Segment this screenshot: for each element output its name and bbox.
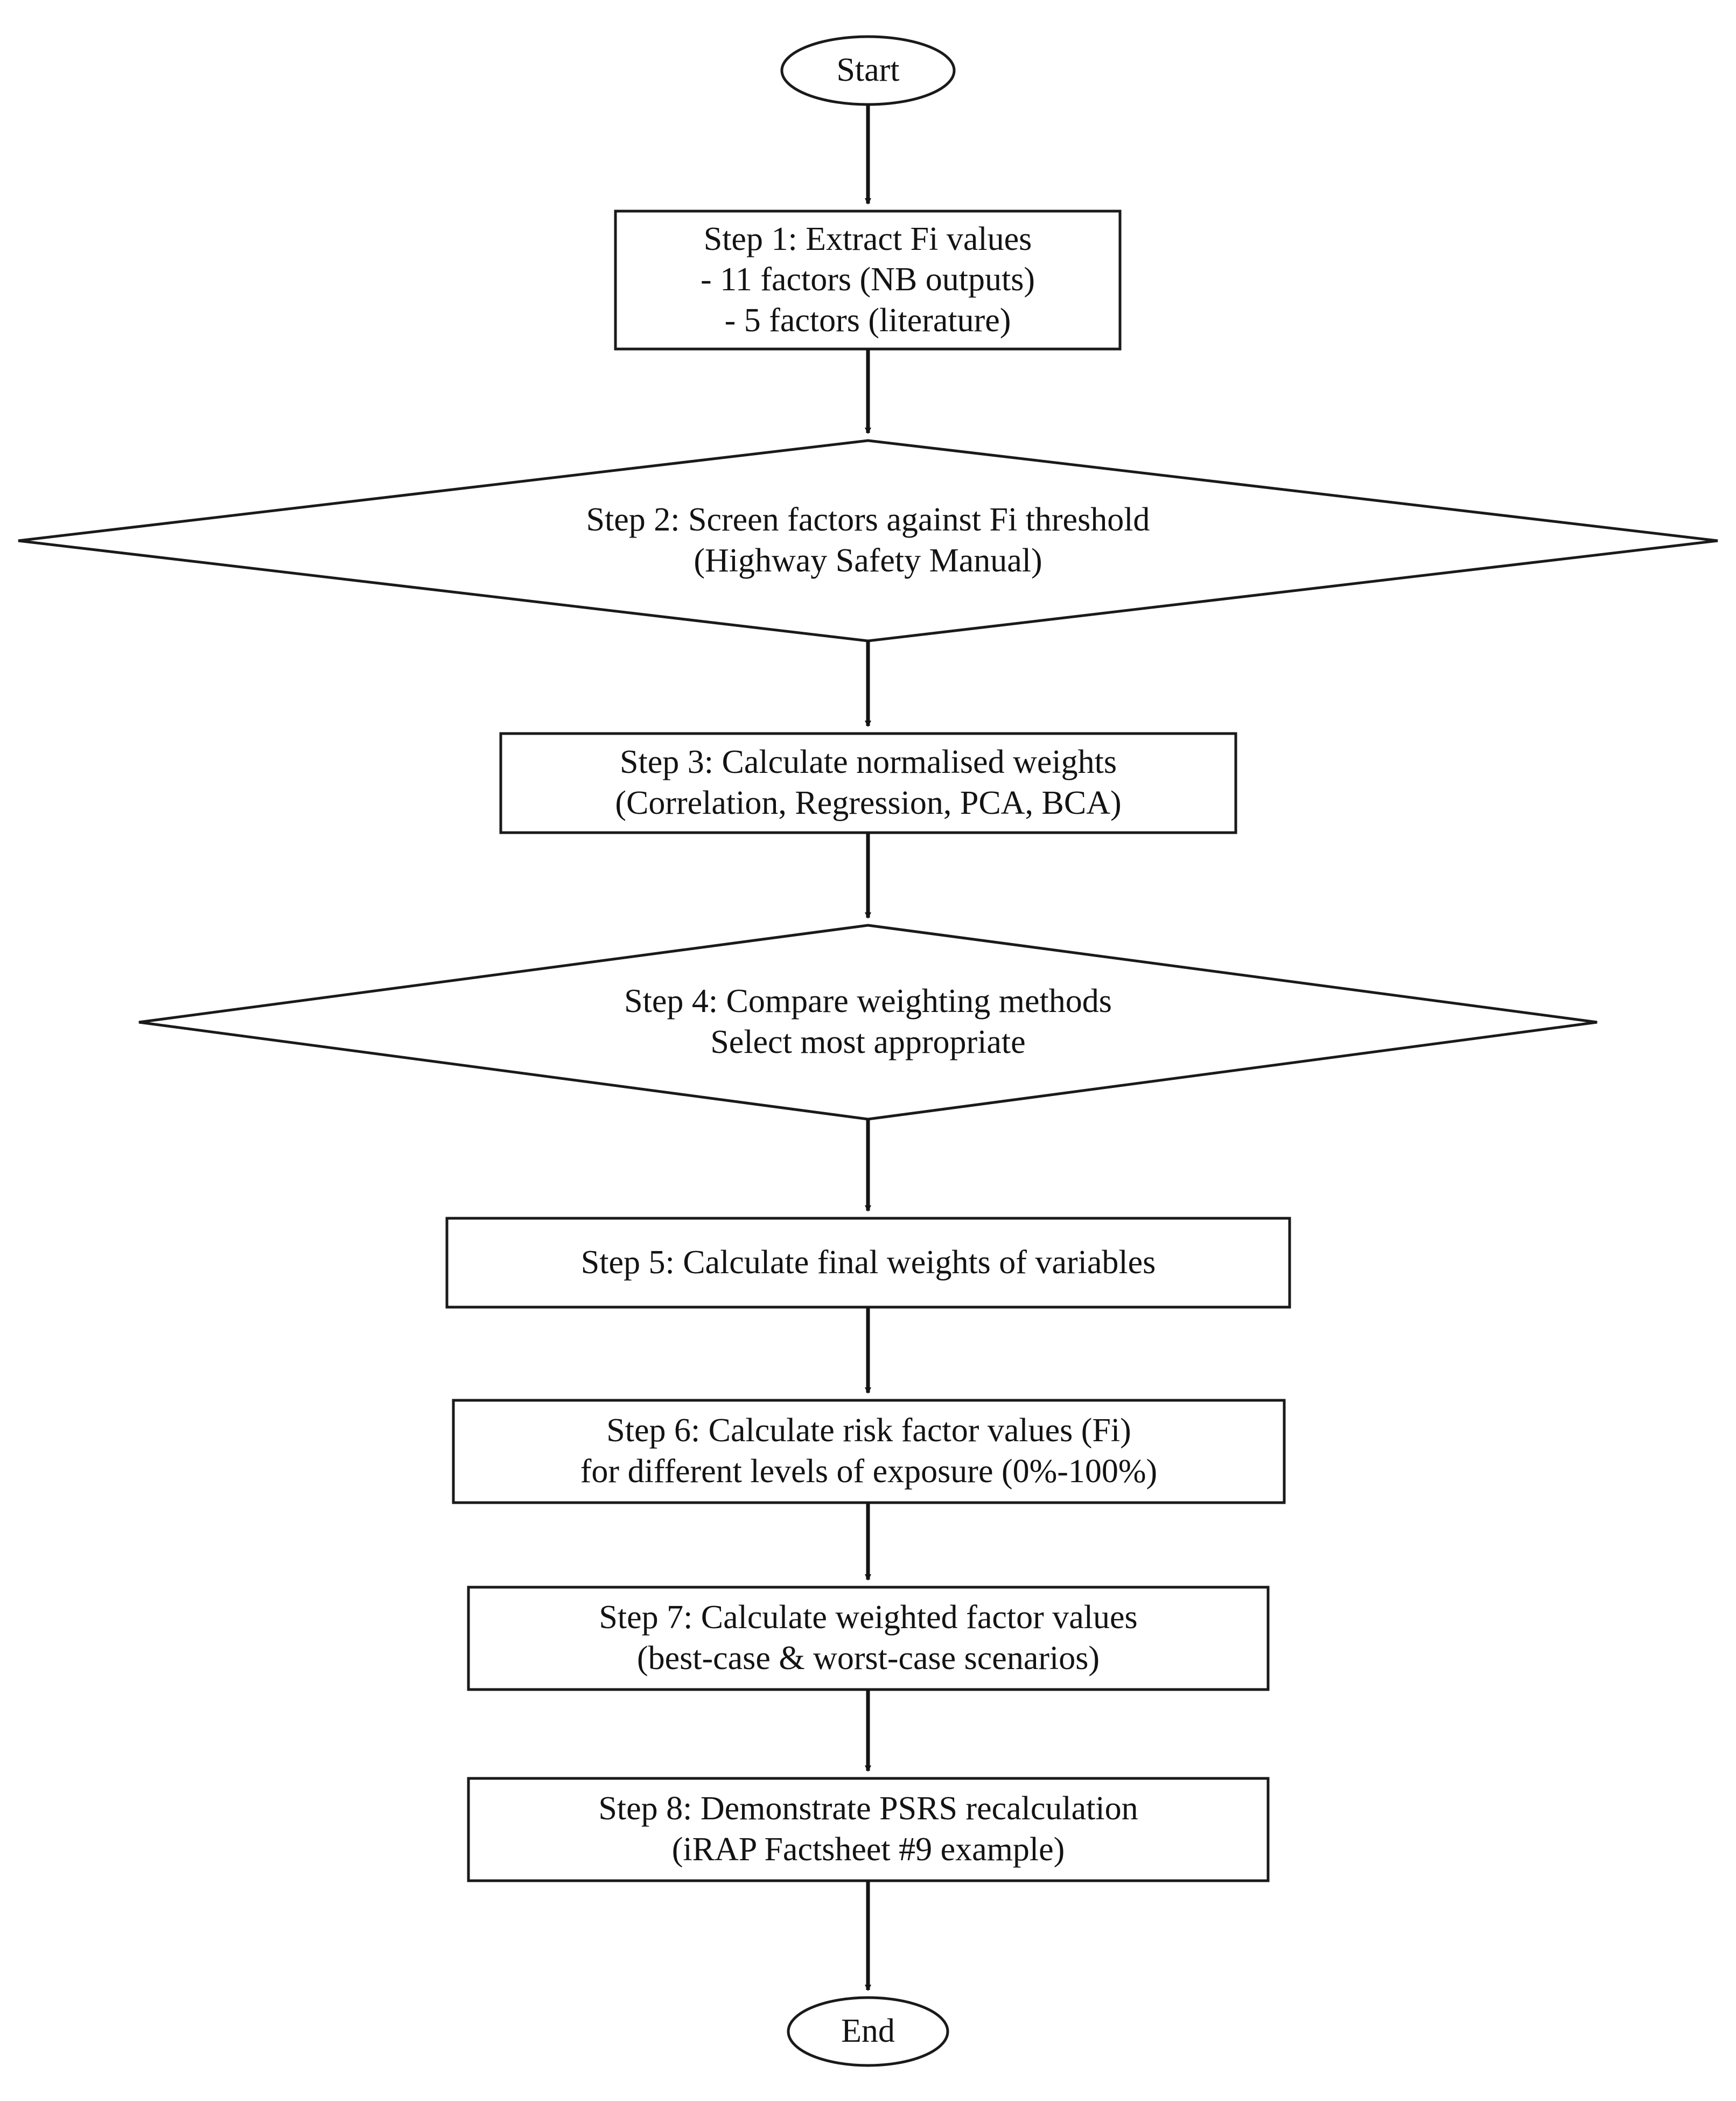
node-shape-step4 <box>138 924 1598 1121</box>
node-shape-step1 <box>614 210 1122 351</box>
node-shape-step8 <box>467 1777 1270 1882</box>
node-shape-step5 <box>445 1217 1291 1309</box>
node-shape-step7 <box>467 1586 1270 1691</box>
node-shape-start <box>780 35 956 106</box>
node-shape-step3 <box>499 732 1237 834</box>
node-shape-step2 <box>18 439 1718 643</box>
node-shape-end <box>787 1996 949 2067</box>
node-shape-step6 <box>452 1399 1286 1504</box>
